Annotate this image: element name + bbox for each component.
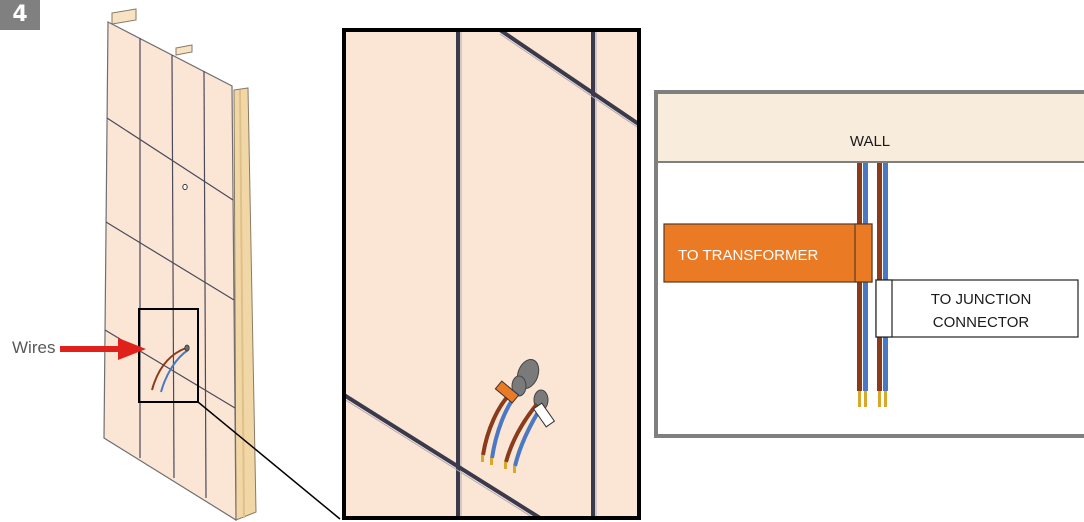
zoom-connector-line: [197, 401, 341, 520]
wire-end-2: [864, 391, 867, 407]
wire-tip: [481, 455, 484, 462]
wire-brown-2: [877, 163, 882, 391]
wire-blue-small: [160, 349, 189, 393]
wall-band: [658, 94, 1084, 162]
wall-frame-edge: [233, 87, 257, 521]
wire-blue-2: [883, 163, 888, 391]
zoom-frame: [342, 28, 641, 520]
stud-top-right: [175, 44, 193, 56]
wall-hole: [182, 183, 188, 191]
wires-arrow: [60, 338, 146, 360]
junction-box: [875, 279, 1079, 338]
stud-top-left: [111, 8, 137, 25]
wire-tip: [513, 466, 516, 473]
transformer-box: [663, 223, 873, 283]
schematic-border: [654, 90, 1084, 438]
step-number-badge: 4: [0, 0, 40, 30]
wire-tip: [490, 458, 493, 465]
transformer-label: TO TRANSFORMER: [678, 247, 818, 264]
wires-label: Wires: [12, 338, 56, 357]
orange-tag: [494, 380, 520, 404]
wire-end-3: [878, 391, 881, 407]
zoom-view: [342, 28, 641, 520]
wire-entry-small: [184, 344, 190, 352]
white-tag: [532, 402, 556, 428]
wall-panel: [103, 21, 237, 522]
detail-highlight-box: [138, 308, 199, 403]
junction-label-line2: CONNECTOR: [933, 314, 1030, 331]
junction-sleeve: [875, 279, 893, 338]
transformer-sleeve: [854, 223, 873, 283]
junction-label-line1: TO JUNCTION: [931, 291, 1032, 308]
wire-brown-small: [151, 347, 187, 391]
wall-label: WALL: [850, 133, 890, 150]
wire-end-1: [858, 391, 861, 407]
wire-hole-2: [511, 375, 527, 397]
wiring-schematic: WALL TO TRANSFORMER TO JUNCTION CONNECTO…: [654, 90, 1084, 438]
wire-end-4: [884, 391, 887, 407]
wire-tip: [504, 462, 507, 469]
wall-isometric: [103, 8, 257, 522]
